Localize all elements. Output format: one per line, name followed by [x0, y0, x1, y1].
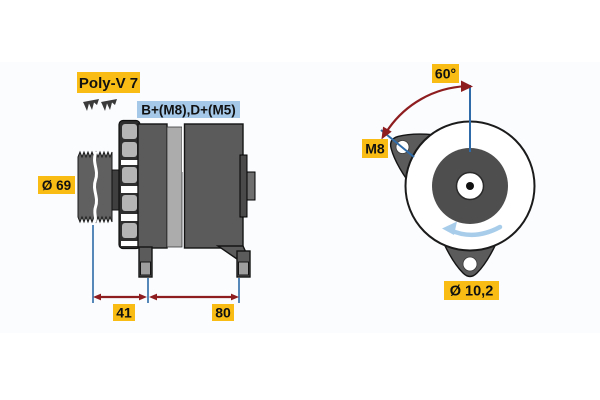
- belt-type-label-box: [77, 72, 140, 93]
- dimension-41-label-box: [113, 304, 135, 321]
- mounting-foot-left-bush: [140, 261, 151, 276]
- shaft-center-dot: [466, 182, 474, 190]
- labels: Poly-V 7 B+(M8),D+(M5) Ø 69 41 80 60° M8…: [38, 64, 499, 321]
- angle-arc-double-arrow-icon: [381, 80, 473, 140]
- lug-hole-bottom: [462, 256, 478, 272]
- angle-60-label-box: [432, 64, 459, 83]
- dimension-80-label: 80: [215, 305, 231, 321]
- terminals-label-box: [137, 101, 240, 118]
- terminals-label: B+(M8),D+(M5): [141, 103, 236, 118]
- rear-housing: [183, 123, 244, 249]
- poly-v-belt-profile-icon: [101, 99, 117, 111]
- stator: [166, 126, 183, 248]
- front-housing: [137, 123, 168, 249]
- stator-gap: [182, 125, 185, 172]
- hole-diameter-label: Ø 10,2: [450, 284, 494, 300]
- mounting-foot-right-bush: [238, 261, 249, 276]
- vent-slots: [121, 124, 138, 246]
- thread-m8-label: M8: [365, 141, 385, 157]
- pulley-diameter-label-box: [38, 176, 75, 194]
- pulley-diameter-label: Ø 69: [42, 178, 71, 193]
- alternator-front-view: [380, 80, 536, 278]
- dimension-41-label: 41: [116, 305, 132, 321]
- dimension-line-80: [149, 293, 239, 301]
- angle-60-label: 60°: [435, 66, 456, 82]
- thread-m8-label-box: [362, 139, 388, 158]
- b-plus-terminal-base: [239, 154, 248, 218]
- belt-type-label: Poly-V 7: [79, 75, 138, 92]
- b-plus-terminal-stud: [246, 171, 256, 201]
- alternator-side-view: [77, 119, 256, 303]
- dimension-80-label-box: [212, 304, 234, 321]
- dimension-line-41: [93, 293, 147, 301]
- poly-v-belt-profile-icon: [83, 99, 99, 111]
- pulley-break-line: [93, 151, 98, 223]
- pulley-hub: [111, 169, 120, 211]
- hole-diameter-label-box: [444, 281, 499, 300]
- rotation-direction-arrow-icon: [442, 221, 503, 237]
